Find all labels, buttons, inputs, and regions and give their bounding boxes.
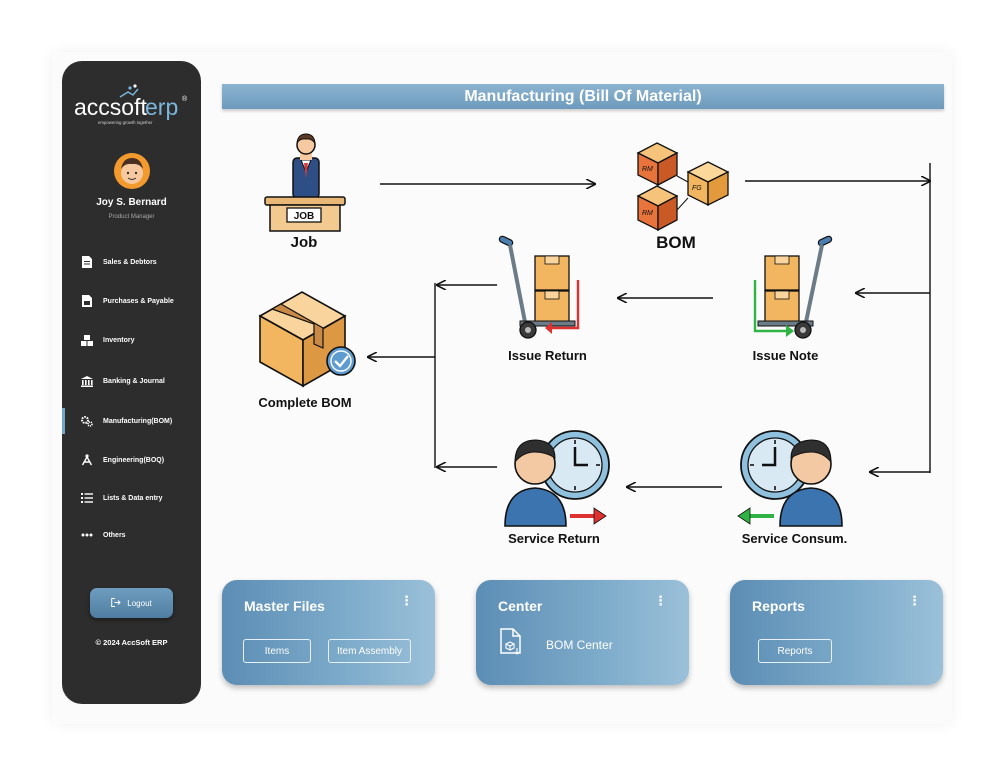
items-button[interactable]: Items <box>243 639 311 663</box>
user-role: Product Manager <box>108 214 155 220</box>
sidebar-item-label: Others <box>103 531 126 539</box>
kebab-menu-icon[interactable]: ⋮ <box>400 593 413 608</box>
sidebar-item-label: Purchases & Payable <box>103 297 174 305</box>
job-icon: JOB <box>264 133 346 232</box>
sidebar-item-lists-data-entry[interactable]: Lists & Data entry <box>62 485 201 511</box>
job-label: Job <box>290 234 318 251</box>
sidebar-item-others[interactable]: Others <box>62 522 201 548</box>
complete-bom-label: Complete BOM <box>258 395 352 410</box>
boxes-icon <box>81 334 93 346</box>
rm-label-2: RM <box>642 210 653 217</box>
service-return-label: Service Return <box>508 531 600 546</box>
sidebar-item-purchases-payable[interactable]: Purchases & Payable <box>62 288 201 314</box>
sidebar-item-label: Engineering(BOQ) <box>103 456 165 464</box>
purchase-doc-icon <box>81 295 93 307</box>
reports-button[interactable]: Reports <box>758 639 832 663</box>
logo-tagline: empowering growth together <box>98 120 153 125</box>
service-consum-label: Service Consum. <box>741 531 848 546</box>
avatar-icon <box>114 153 150 189</box>
kebab-menu-icon[interactable]: ⋮ <box>654 593 667 608</box>
bom-center-link[interactable]: BOM Center <box>498 628 613 661</box>
logout-button[interactable]: Logout <box>90 588 173 618</box>
job-sign-text: JOB <box>294 211 315 222</box>
reports-card: Reports ⋮ Reports <box>730 580 943 685</box>
more-icon <box>81 529 93 541</box>
issue-return-label: Issue Return <box>508 348 587 363</box>
invoice-icon <box>81 256 93 268</box>
user-name: Joy S. Bernard <box>96 197 167 208</box>
sidebar-item-label: Manufacturing(BOM) <box>103 417 173 425</box>
sidebar-item-label: Inventory <box>103 336 135 344</box>
logo-mark: accsoft erp ® empowering growth together <box>74 84 188 125</box>
bom-label: BOM <box>656 233 696 252</box>
bom-center-label: BOM Center <box>546 637 613 652</box>
bom-boxes-icon: RM FG RM <box>636 142 730 232</box>
copyright-text: © 2024 AccSoft ERP <box>95 638 168 647</box>
sidebar-item-sales-debtors[interactable]: Sales & Debtors <box>62 249 201 275</box>
gears-icon <box>81 415 93 427</box>
logout-label: Logout <box>127 598 152 608</box>
sidebar-item-label: Banking & Journal <box>103 377 165 385</box>
registered-mark: ® <box>182 95 188 103</box>
fg-label: FG <box>692 185 702 192</box>
logo-figure-1 <box>128 86 132 90</box>
bank-icon <box>81 375 93 387</box>
item-assembly-button[interactable]: Item Assembly <box>328 639 411 663</box>
list-icon <box>81 492 93 504</box>
issue-note-label: Issue Note <box>752 348 819 363</box>
rm-box-top: RM <box>636 142 679 187</box>
compass-icon <box>81 454 93 466</box>
sidebar-item-engineering-boq[interactable]: Engineering(BOQ) <box>62 447 201 473</box>
logout-icon <box>111 594 121 612</box>
sidebar-item-inventory[interactable]: Inventory <box>62 327 201 353</box>
card-title: Reports <box>752 598 805 614</box>
logo-text-accsoft: accsoft <box>74 94 147 120</box>
master-files-card: Master Files ⋮ Items Item Assembly <box>222 580 435 685</box>
card-title: Master Files <box>244 598 325 614</box>
logo-growth-arrow <box>119 88 139 98</box>
issue-return-hand-truck-icon <box>498 235 580 339</box>
card-title: Center <box>498 598 543 614</box>
rm-label-1: RM <box>642 166 653 173</box>
box-connectors <box>676 175 689 211</box>
sidebar-item-label: Lists & Data entry <box>103 494 163 502</box>
service-return-clock-person-icon <box>504 430 610 527</box>
sidebar-item-manufacturing-bom[interactable]: Manufacturing(BOM) <box>62 408 201 434</box>
kebab-menu-icon[interactable]: ⋮ <box>908 593 921 608</box>
sidebar-item-label: Sales & Debtors <box>103 258 157 266</box>
avatar[interactable] <box>113 152 151 190</box>
fg-box: FG <box>686 161 730 207</box>
brand-logo: accsoft erp ® empowering growth together <box>62 83 201 133</box>
service-consum-clock-person-icon <box>737 430 843 527</box>
complete-bom-box-icon <box>258 291 356 388</box>
sidebar: accsoft erp ® empowering growth together… <box>62 61 201 704</box>
sidebar-item-banking-journal[interactable]: Banking & Journal <box>62 368 201 394</box>
page-title: Manufacturing (Bill Of Material) <box>222 84 944 109</box>
rm-box-bottom: RM <box>636 185 679 232</box>
issue-note-hand-truck-icon <box>753 235 833 339</box>
logo-figure-2 <box>133 84 137 88</box>
center-card: Center ⋮ BOM Center <box>476 580 689 685</box>
logo-text-erp: erp <box>145 94 178 120</box>
bom-document-icon <box>498 628 524 661</box>
